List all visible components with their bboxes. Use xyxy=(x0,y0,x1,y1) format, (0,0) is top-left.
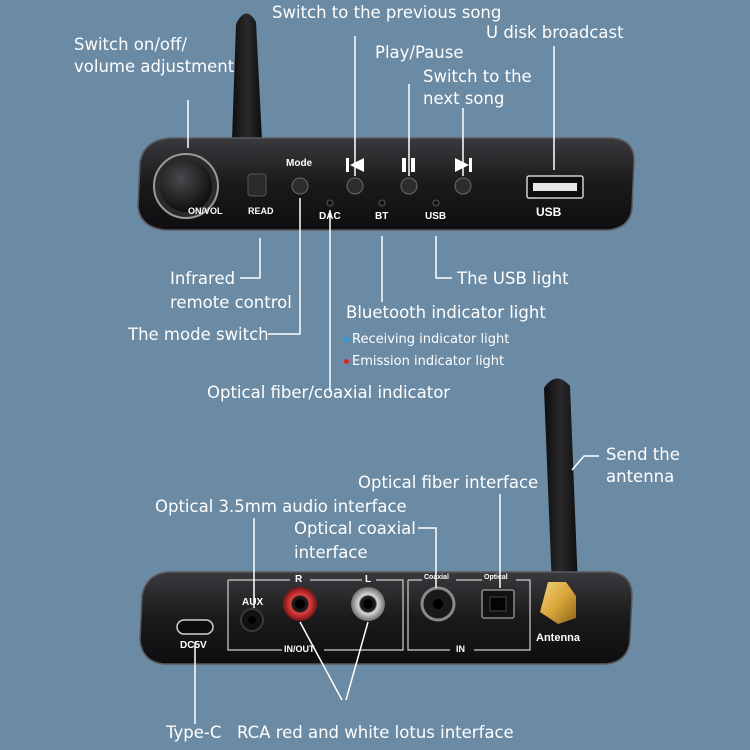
callout-mode-switch: The mode switch xyxy=(128,325,269,344)
callout-usb-light: The USB light xyxy=(457,269,569,288)
callout-u-disk-broadcast: U disk broadcast xyxy=(486,23,624,42)
previous-track-icon xyxy=(346,158,364,172)
callout-line-coaxial xyxy=(418,527,437,588)
next-track-icon xyxy=(455,158,472,172)
callout-play-pause: Play/Pause xyxy=(375,43,464,62)
emission-dot-icon xyxy=(344,359,349,364)
legend-emission-label: Emission indicator light xyxy=(352,354,505,369)
device-label-dc5v: DC5V xyxy=(180,640,207,651)
callout-infrared-line2: remote control xyxy=(170,293,292,312)
mode-button[interactable] xyxy=(291,177,309,195)
device-label-aux: AUX xyxy=(242,597,264,608)
callout-optical-fiber-interface: Optical fiber interface xyxy=(358,473,539,492)
front-device-body xyxy=(137,137,635,231)
type-c-port[interactable] xyxy=(176,619,214,635)
usb-port-tongue xyxy=(533,183,577,191)
device-label-read: READ xyxy=(248,206,274,216)
play-pause-button[interactable] xyxy=(400,177,418,195)
device-label-in: IN xyxy=(456,644,465,654)
callout-line-usb-light xyxy=(435,236,452,279)
previous-button[interactable] xyxy=(346,177,364,195)
pause-icon xyxy=(402,158,415,172)
dac-led xyxy=(326,199,334,207)
device-label-optical: Optical xyxy=(484,574,508,581)
legend-receiving: Receiving indicator light xyxy=(344,332,509,348)
infrared-receiver-window xyxy=(247,173,267,197)
receiving-dot-icon xyxy=(344,337,349,342)
callout-bluetooth-light: Bluetooth indicator light xyxy=(346,303,546,322)
back-antenna xyxy=(544,378,578,588)
callout-next-song-line1: Switch to the xyxy=(423,67,532,86)
callout-optical-coaxial-line2: interface xyxy=(294,543,368,562)
device-label-r: R xyxy=(295,574,303,585)
callout-rca: RCA red and white lotus interface xyxy=(237,723,514,742)
device-label-mode: Mode xyxy=(286,158,313,169)
callout-optical-coaxial-line1: Optical coaxial xyxy=(294,519,416,538)
callout-next-song-line2: next song xyxy=(423,89,505,108)
device-label-on-vol: ON/VOL xyxy=(188,206,223,216)
device-label-usb-led: USB xyxy=(425,211,447,222)
callout-line-rca xyxy=(299,621,369,701)
callout-power-volume-line2: volume adjustment xyxy=(74,57,235,76)
rca-red-pin xyxy=(295,599,305,609)
sma-connector xyxy=(540,582,576,624)
panel-frames xyxy=(227,579,531,651)
volume-knob-cap xyxy=(160,160,212,212)
callout-send-antenna-line1: Send the xyxy=(606,445,680,464)
back-callout-lines xyxy=(194,455,599,724)
legend-emission: Emission indicator light xyxy=(344,354,504,370)
device-label-dac: DAC xyxy=(319,211,341,222)
optical-port-aperture xyxy=(489,596,507,612)
callout-type-c: Type-C xyxy=(166,723,222,742)
legend-receiving-label: Receiving indicator light xyxy=(352,332,510,347)
callout-power-volume-line1: Switch on/off/ xyxy=(74,35,187,54)
callout-optical-coaxial-indicator: Optical fiber/coaxial indicator xyxy=(207,383,451,402)
bt-led xyxy=(378,199,386,207)
callout-send-antenna-line2: antenna xyxy=(606,467,675,486)
callout-previous-song: Switch to the previous song xyxy=(272,3,502,22)
callout-line-infrared xyxy=(240,238,261,279)
device-label-coaxial: Coaxial xyxy=(424,574,449,581)
device-label-l: L xyxy=(365,574,372,585)
front-antenna xyxy=(232,13,262,140)
callout-optical-35mm: Optical 3.5mm audio interface xyxy=(155,497,407,516)
usb-led xyxy=(432,199,440,207)
front-callout-lines xyxy=(187,36,555,392)
back-device xyxy=(139,378,633,665)
front-device xyxy=(137,13,635,231)
device-label-in-out: IN/OUT xyxy=(284,644,315,654)
aux-jack-hole xyxy=(248,616,256,624)
callout-infrared-line1: Infrared xyxy=(170,269,236,288)
rca-white-pin xyxy=(363,599,373,609)
device-label-bt: BT xyxy=(375,211,389,222)
callout-line-mode xyxy=(268,198,301,335)
device-label-antenna: Antenna xyxy=(536,632,580,644)
coaxial-pin xyxy=(433,599,443,609)
next-button[interactable] xyxy=(454,177,472,195)
device-label-usb-port: USB xyxy=(536,205,562,219)
callout-line-send-antenna xyxy=(571,455,599,471)
